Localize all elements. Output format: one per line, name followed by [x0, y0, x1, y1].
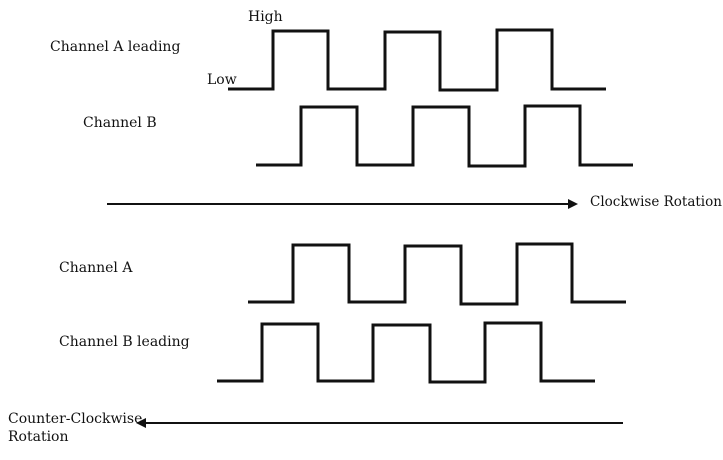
channel-a-leading-waveform [228, 28, 606, 92]
channel-b-leading-waveform [217, 321, 595, 384]
clockwise-rotation-arrow [107, 199, 578, 209]
channel-b-label: Channel B [83, 115, 157, 131]
low-level-label: Low [207, 72, 237, 88]
counter-clockwise-label-line2: Rotation [8, 429, 69, 445]
clockwise-rotation-label: Clockwise Rotation [590, 194, 722, 210]
channel-a-label: Channel A [59, 260, 133, 276]
channel-a-waveform [248, 242, 626, 306]
channel-b-leading-label: Channel B leading [59, 334, 190, 350]
channel-b-waveform [256, 104, 633, 168]
channel-a-leading-label: Channel A leading [50, 39, 181, 55]
counter-clockwise-rotation-arrow [136, 418, 623, 428]
counter-clockwise-label-line1: Counter-Clockwise [8, 411, 143, 427]
high-level-label: High [248, 9, 283, 25]
